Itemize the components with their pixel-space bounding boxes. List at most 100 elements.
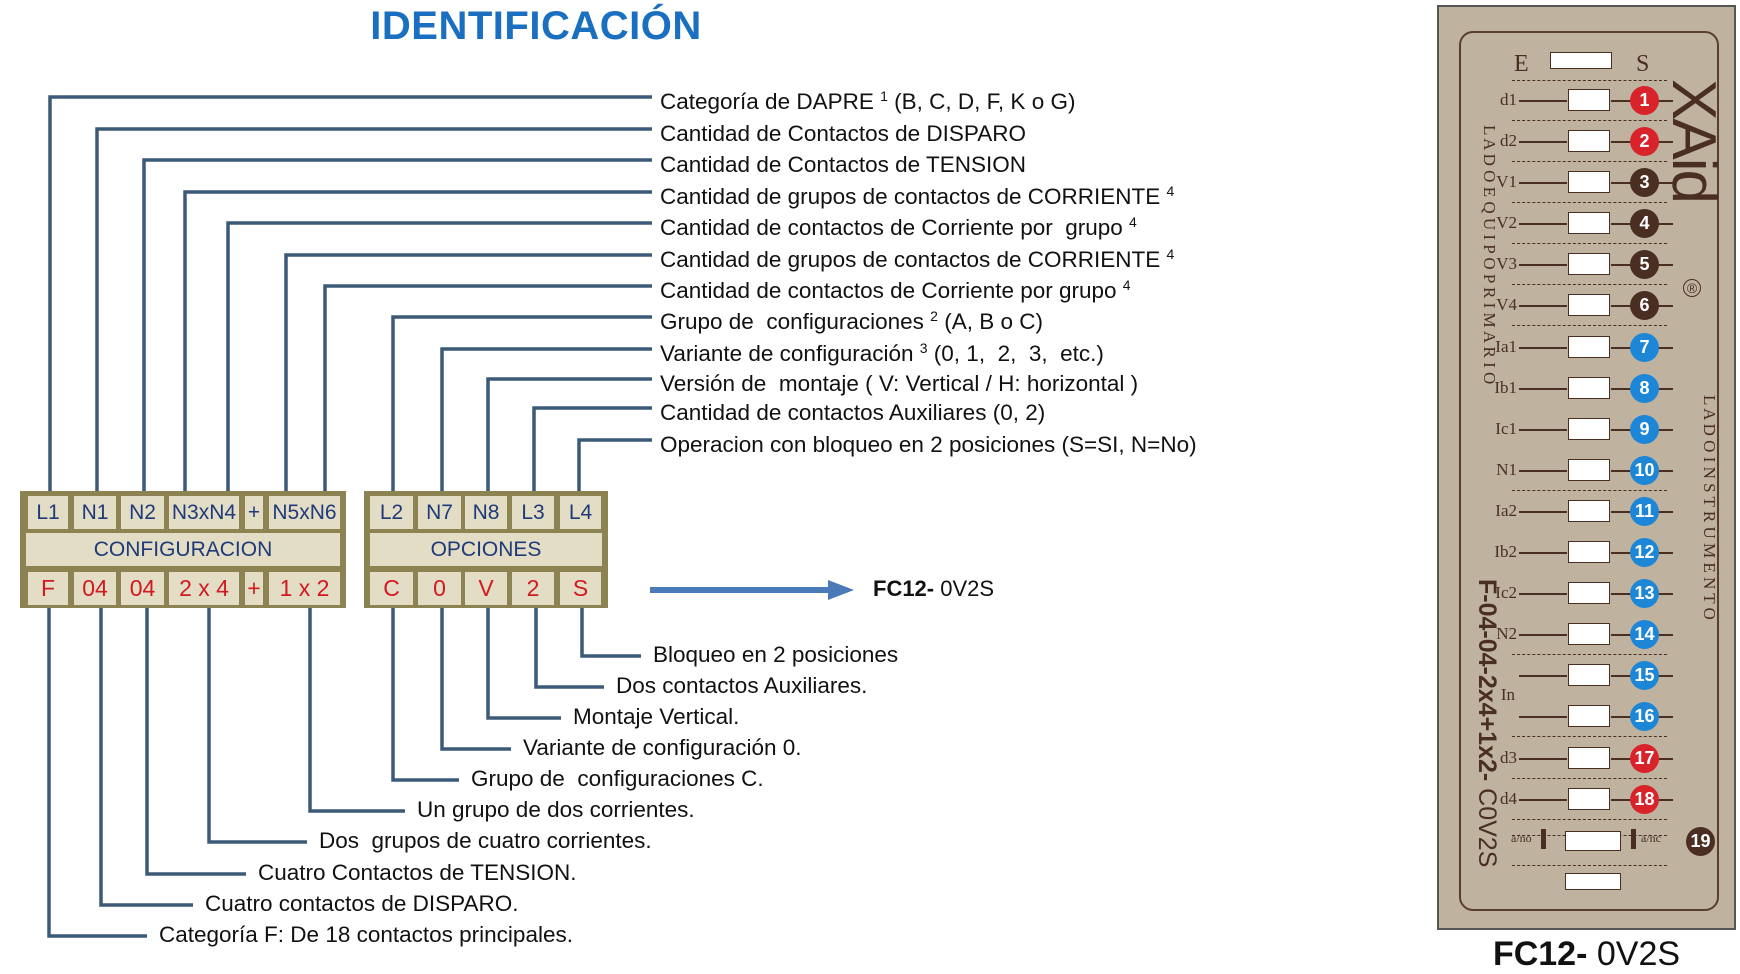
terminal-number: 10 xyxy=(1630,456,1659,485)
terminal-label: Ib1 xyxy=(1494,378,1517,397)
connector-line xyxy=(48,95,652,497)
terminal-blank-box xyxy=(1568,788,1610,810)
terminal-blank-box xyxy=(1568,500,1610,522)
wire xyxy=(1519,100,1567,102)
opciones-label: OPCIONES xyxy=(370,533,602,566)
entrada-label: E xyxy=(1514,51,1529,77)
terminal-number: 11 xyxy=(1630,497,1659,526)
result-description: Un grupo de dos corrientes. xyxy=(417,797,695,822)
description-item: Variante de configuración 3 (0, 1, 2, 3,… xyxy=(660,335,1104,367)
terminal-number: 9 xyxy=(1630,415,1659,444)
terminal-number: 13 xyxy=(1630,579,1659,608)
terminal-number: 7 xyxy=(1630,333,1659,362)
lado-instrumento-label: L A D O I N S T R U M E N T O xyxy=(1700,395,1719,620)
opciones-header-cell: L2 xyxy=(370,496,413,529)
connector-line xyxy=(226,221,652,497)
description-pre: Cantidad de grupos de contactos de CORRI… xyxy=(660,184,1167,209)
result-description: Cuatro Contactos de TENSION. xyxy=(258,860,577,885)
configuracion-header-cell: N2 xyxy=(121,496,164,529)
terminal-number: 17 xyxy=(1630,744,1659,773)
terminal-label: V3 xyxy=(1496,254,1517,273)
divider xyxy=(1512,325,1667,326)
description-sup: 4 xyxy=(1129,214,1137,230)
opciones-value-cell: C xyxy=(370,572,413,605)
description-pre: Operacion con bloqueo en 2 posiciones (S… xyxy=(660,432,1197,457)
connector-line xyxy=(142,158,652,497)
terminal-number: 18 xyxy=(1630,785,1659,814)
configuracion-label: CONFIGURACION xyxy=(26,533,340,566)
terminal-label: Ia1 xyxy=(1495,337,1517,356)
terminal-blank-box xyxy=(1568,459,1610,481)
description-post: (B, C, D, F, K o G) xyxy=(887,89,1076,114)
terminal-label: V2 xyxy=(1496,213,1517,232)
terminal-number: 2 xyxy=(1630,127,1659,156)
description-item: Cantidad de contactos de Corriente por g… xyxy=(660,209,1137,241)
divider xyxy=(1512,819,1667,820)
description-item: Cantidad de contactos Auxiliares (0, 2) xyxy=(660,394,1045,426)
connector-line xyxy=(99,604,193,907)
terminal-blank-box xyxy=(1568,541,1610,563)
description-item: Grupo de configuraciones 2 (A, B o C) xyxy=(660,303,1043,335)
connector-line xyxy=(183,190,652,497)
wire xyxy=(1519,429,1567,431)
opciones-header-cell: L4 xyxy=(560,496,601,529)
description-sup: 2 xyxy=(930,308,938,324)
aux-nc-label: a/nc xyxy=(1641,831,1661,845)
aux-no-label: a/no xyxy=(1511,831,1532,845)
terminal-label: Ic2 xyxy=(1495,583,1517,602)
wire xyxy=(1519,758,1567,760)
divider xyxy=(1512,161,1667,162)
terminal-blank-box xyxy=(1568,705,1610,727)
result-description: Dos grupos de cuatro corrientes. xyxy=(319,828,652,853)
result-description: Montaje Vertical. xyxy=(573,704,740,729)
wire xyxy=(1519,347,1567,349)
terminal-label: N2 xyxy=(1496,624,1517,643)
divider xyxy=(1512,490,1667,491)
description-item: Operacion con bloqueo en 2 posiciones (S… xyxy=(660,426,1197,458)
connector-line xyxy=(577,438,652,497)
description-sup: 4 xyxy=(1166,246,1175,262)
terminal-label: d2 xyxy=(1500,131,1517,150)
terminal-number: 3 xyxy=(1630,168,1659,197)
terminal-blank-box xyxy=(1568,130,1610,152)
configuracion-value-cell: 04 xyxy=(74,572,116,605)
terminal-number: 8 xyxy=(1630,374,1659,403)
connector-line xyxy=(207,604,307,844)
description-pre: Cantidad de Contactos de DISPARO xyxy=(660,121,1027,146)
result-description: Cuatro contactos de DISPARO. xyxy=(205,891,519,916)
terminal-label: d3 xyxy=(1500,748,1517,767)
terminal-label: N1 xyxy=(1496,460,1517,479)
description-pre: Cantidad de Contactos de TENSION xyxy=(660,152,1027,177)
terminal-label: Ia2 xyxy=(1495,501,1517,520)
wire xyxy=(1519,305,1567,307)
terminal-blank-box xyxy=(1568,582,1610,604)
connector-line xyxy=(391,604,459,782)
connector-line xyxy=(440,347,652,497)
result-description: Bloqueo en 2 posiciones xyxy=(653,642,899,667)
terminal-label: V1 xyxy=(1496,172,1517,191)
description-sup: 4 xyxy=(1166,183,1175,199)
description-post: (0, 1, 2, 3, etc.) xyxy=(927,341,1104,366)
terminal-blank-box xyxy=(1568,253,1610,275)
description-item: Cantidad de contactos de Corriente por g… xyxy=(660,272,1131,304)
terminal-label: d4 xyxy=(1500,789,1517,808)
result-description: Variante de configuración 0. xyxy=(523,735,802,760)
result-code-prefix: FC12- xyxy=(873,576,935,601)
model-label-rest: 0V2S xyxy=(1587,935,1681,973)
divider xyxy=(1512,736,1667,737)
configuracion-value-cell: 2 x 4 xyxy=(169,572,239,605)
page-title: IDENTIFICACIÓN xyxy=(370,4,702,48)
terminal-number: 4 xyxy=(1630,209,1659,238)
contact-nc-icon xyxy=(1631,829,1636,849)
description-sup: 3 xyxy=(919,340,928,356)
result-code-suffix: 0V2S xyxy=(934,576,995,601)
divider xyxy=(1512,120,1667,121)
result-description: Categoría F: De 18 contactos principales… xyxy=(159,922,573,947)
connector-line xyxy=(323,284,652,497)
aux-blank-box xyxy=(1565,831,1621,851)
connector-line xyxy=(145,604,246,876)
header-blank-box xyxy=(1550,52,1612,69)
connector-line xyxy=(580,604,641,658)
